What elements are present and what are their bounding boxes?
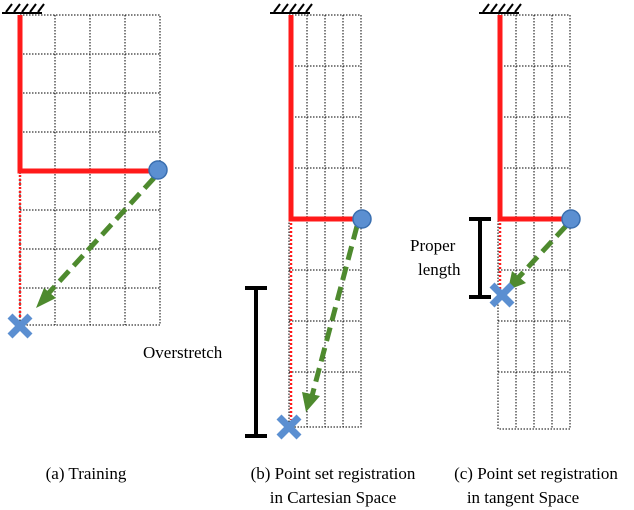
displacement-arrow	[44, 176, 156, 298]
ceiling-hatch	[2, 3, 45, 14]
arrowhead	[302, 392, 320, 412]
ceiling-hatch	[479, 3, 522, 14]
caption-a: (a) Training	[46, 464, 127, 483]
displacement-arrow	[309, 225, 360, 397]
end-point	[561, 209, 581, 229]
grid	[497, 14, 571, 430]
panel-c: Proper length (c) Point set registration…	[410, 3, 618, 507]
end-point	[148, 160, 168, 180]
caption-c-line2: in tangent Space	[467, 488, 579, 507]
proper-label-line1: Proper	[410, 236, 456, 255]
end-point	[352, 209, 372, 229]
panel-a: (a) Training	[2, 3, 168, 483]
overstretch-measure	[245, 286, 267, 438]
overstretch-label: Overstretch	[143, 343, 223, 362]
panel-b: Overstretch (b) Point set registration i…	[143, 3, 416, 507]
caption-c-line1: (c) Point set registration	[454, 464, 618, 483]
proper-length-measure	[469, 217, 491, 299]
target-cross	[489, 282, 515, 308]
caption-b-line1: (b) Point set registration	[251, 464, 416, 483]
target-cross	[7, 313, 33, 339]
target-cross	[276, 414, 302, 440]
ceiling-hatch	[270, 3, 313, 14]
arrowhead	[508, 271, 526, 290]
caption-b-line2: in Cartesian Space	[270, 488, 397, 507]
displacement-arrow	[516, 224, 568, 280]
arrowhead	[36, 288, 56, 308]
proper-label-line2: length	[418, 260, 461, 279]
